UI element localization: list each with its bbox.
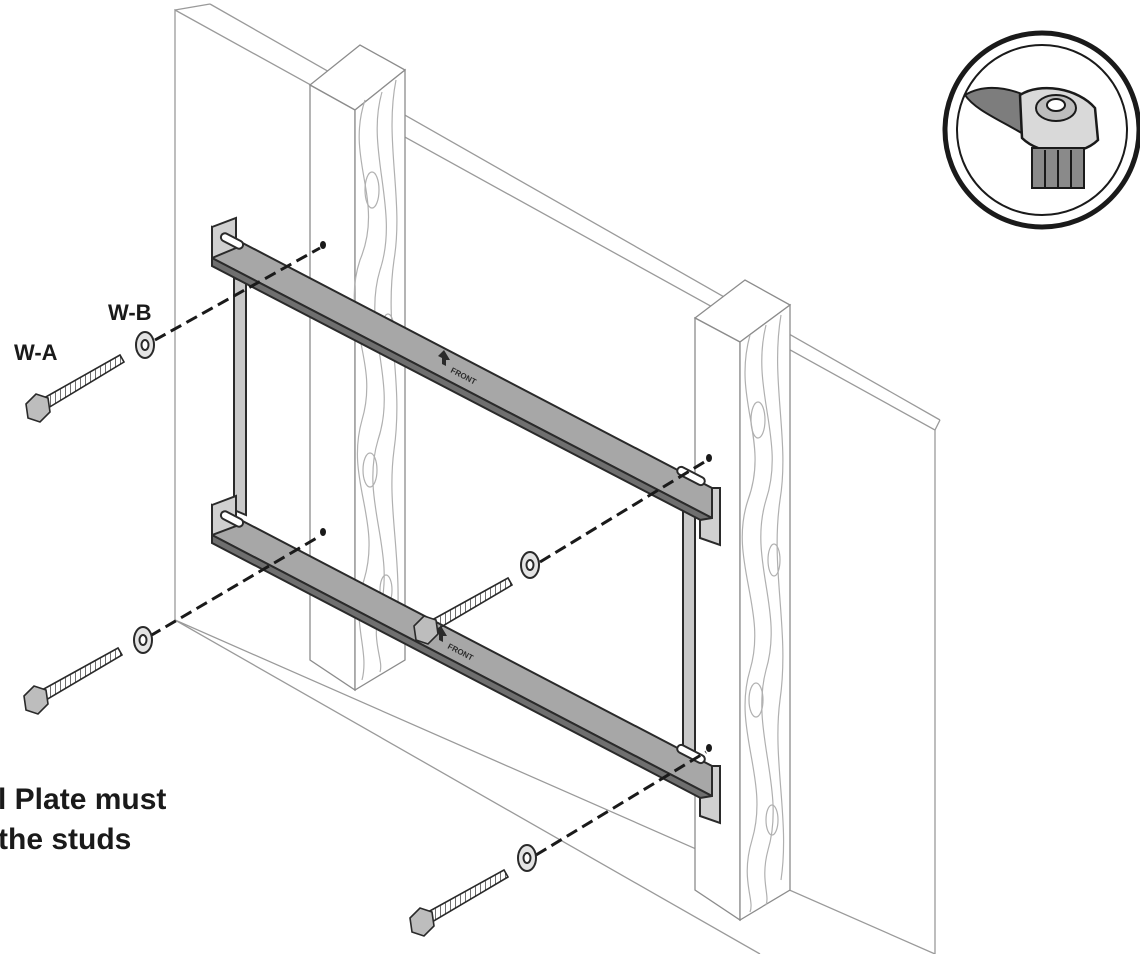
instruction-note-line2: the studs	[0, 823, 132, 856]
lag-bolt-w-a-2	[23, 646, 124, 715]
wall-panel	[174, 3, 941, 954]
wrench-socket-icon	[942, 30, 1140, 230]
alignment-guide-lines	[149, 246, 707, 857]
lag-bolt-label: W-A	[14, 340, 58, 365]
instruction-note-line1: l Plate must	[0, 783, 167, 816]
lag-bolt-w-a-3	[413, 576, 514, 645]
left-stud	[308, 44, 407, 692]
lag-bolt-w-a-4	[409, 868, 510, 937]
washer-label: W-B	[108, 300, 152, 325]
washer-w-b-3	[520, 551, 540, 579]
pilot-holes	[320, 241, 712, 752]
right-stud-wood-grain	[741, 314, 785, 913]
wall-plate	[211, 216, 721, 825]
washer-w-b-4	[517, 844, 537, 872]
right-stud	[693, 279, 792, 922]
instruction-note: l Plate must the studs	[0, 780, 166, 860]
washer-w-b-1	[135, 331, 155, 359]
lag-bolt-set	[23, 353, 514, 937]
washer-set	[133, 331, 540, 872]
washer-w-b-2	[133, 626, 153, 654]
lag-bolt-w-a-1	[25, 353, 126, 423]
